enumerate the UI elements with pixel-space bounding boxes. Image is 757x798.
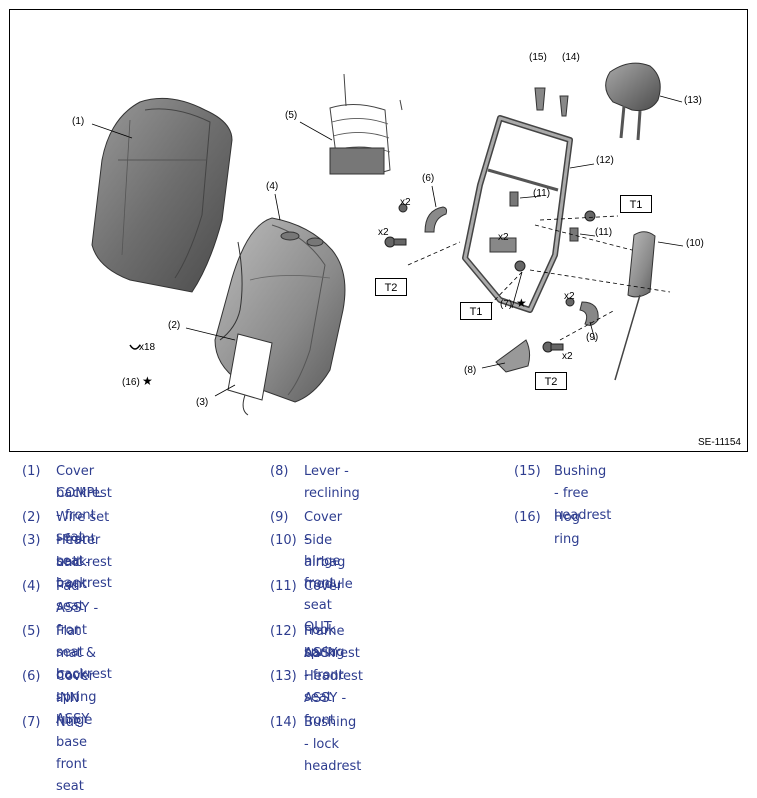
callout-1: (1): [72, 116, 85, 127]
qty-t2-bolt: x2: [400, 197, 411, 208]
torque-t2-left: T2: [375, 278, 407, 296]
dashed-lines: [407, 215, 671, 341]
hog-ring-part: [129, 344, 141, 350]
callout-15: (15): [529, 52, 547, 63]
callout-7: (7): [500, 299, 513, 310]
qty-bolt-lower: x2: [562, 351, 573, 362]
bushing-free-part: [534, 87, 546, 111]
callout-13: (13): [684, 95, 702, 106]
backrest-frame-part: [462, 115, 573, 313]
torque-t1-lower: T1: [460, 302, 492, 320]
star-7: ★: [516, 296, 527, 310]
torque-t1-upper: T1: [620, 195, 652, 213]
star-16: ★: [142, 374, 153, 388]
callout-16: (16): [122, 377, 140, 388]
callout-12: (12): [596, 155, 614, 166]
leader-lines: [91, 95, 684, 397]
torque-t2-lower: T2: [535, 372, 567, 390]
qty-t1: x2: [498, 232, 509, 243]
wire-set-part: [219, 241, 243, 341]
headrest-part: [605, 62, 661, 141]
callout-14: (14): [562, 52, 580, 63]
qty-hinge: x2: [564, 291, 575, 302]
backrest-cover-part: [91, 97, 233, 293]
callout-3: (3): [196, 397, 209, 408]
reclining-lever-part: [495, 339, 531, 373]
qty-hog-ring: x18: [139, 342, 156, 353]
fasteners: [384, 203, 596, 353]
exploded-diagram: (1) (2) (3) (4) (5) (6) (7) (8) (9) (10)…: [9, 9, 748, 452]
callout-6: (6): [422, 173, 435, 184]
callout-4: (4): [266, 181, 279, 192]
hook-spring-cover-part-lower: [569, 227, 579, 242]
callout-8: (8): [464, 365, 477, 376]
hinge-cover-out-part: [579, 301, 599, 326]
callout-10: (10): [686, 238, 704, 249]
diagram-drawing: [91, 62, 684, 416]
bushing-lock-part: [559, 95, 569, 117]
callout-2: (2): [168, 320, 181, 331]
callout-11-upper: (11): [533, 188, 551, 199]
qty-t2-upper: x2: [378, 227, 389, 238]
heater-unit-part: [227, 333, 273, 416]
callout-5: (5): [285, 110, 298, 121]
figure-id: SE-11154: [698, 437, 741, 448]
callout-9: (9): [586, 332, 599, 343]
callout-11-lower: (11): [595, 227, 613, 238]
hinge-cover-inn-part: [424, 206, 448, 233]
hook-spring-cover-part-upper: [509, 191, 519, 207]
side-airbag-part: [614, 231, 656, 381]
flat-mat-part: [329, 73, 403, 175]
